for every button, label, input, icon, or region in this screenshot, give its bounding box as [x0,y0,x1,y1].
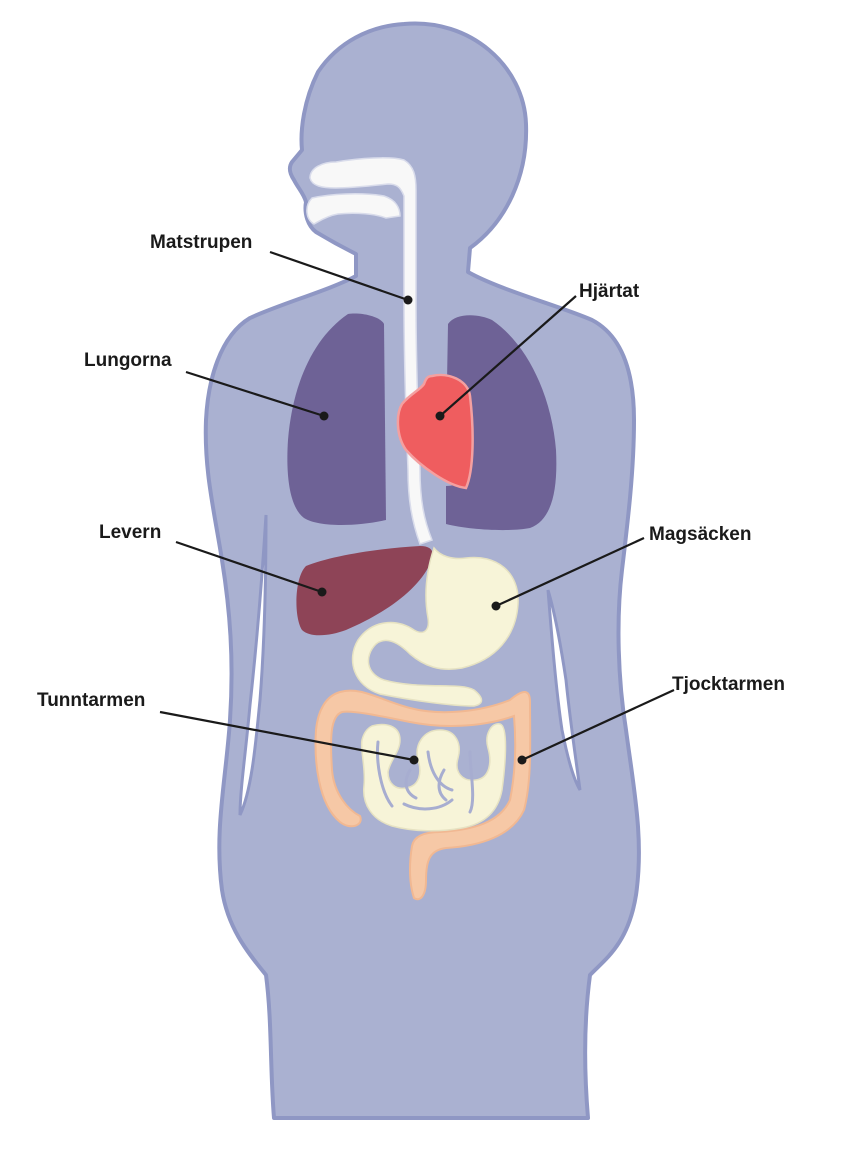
stomach [351,546,519,707]
right-arm-gap [546,589,582,791]
leader-large-intestine [517,689,675,765]
label-lungs: Lungorna [84,350,172,371]
left-arm-gap [238,514,268,816]
leader-stomach [491,537,645,611]
right-lung [446,315,557,531]
leader-esophagus [269,250,413,305]
label-stomach: Magsäcken [649,524,751,545]
label-esophagus: Matstrupen [150,232,252,253]
esophagus [309,157,433,545]
label-small-intestine: Tunntarmen [37,690,145,711]
leader-lungs [185,370,329,421]
leader-liver [175,540,327,597]
label-liver: Levern [99,522,161,543]
liver [296,546,433,636]
small-intestine [360,723,507,832]
leader-heart [435,295,577,421]
left-lung [287,313,386,525]
oral-cavity [306,193,401,225]
large-intestine [314,689,532,901]
label-large-intestine: Tjocktarmen [672,674,785,695]
leader-small-intestine [159,710,419,765]
label-heart: Hjärtat [579,281,640,302]
